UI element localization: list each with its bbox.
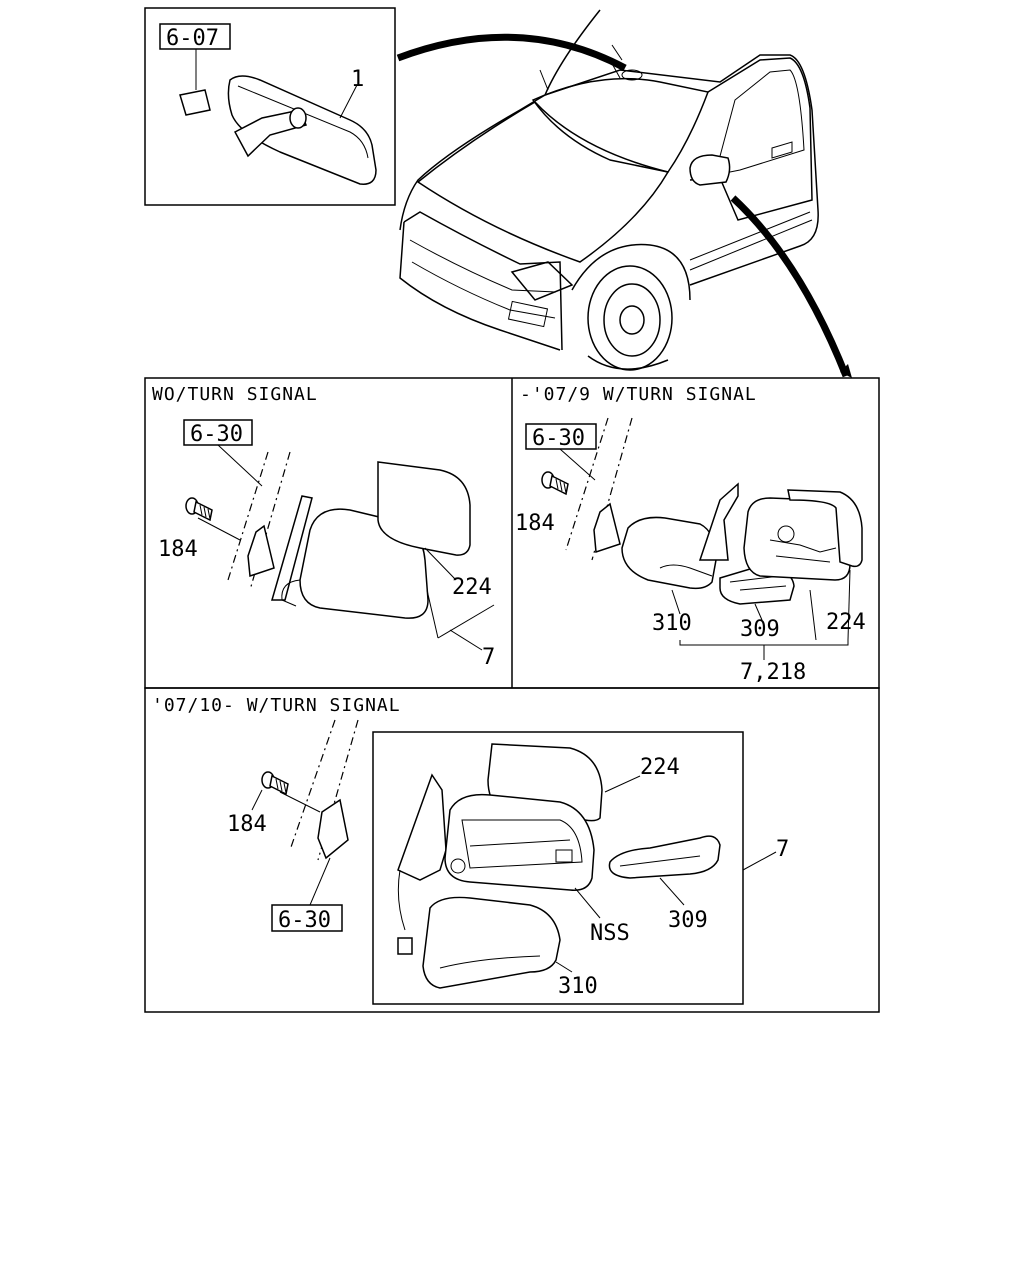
panel-title-to-0709: -'07/9 W/TURN SIGNAL [520, 384, 757, 405]
label-184-c: 184 [227, 812, 267, 837]
label-224-a: 224 [452, 575, 492, 600]
inset-rearview-mirror: 6-07 1 [144, 7, 396, 206]
vehicle-side-mirror [689, 154, 731, 186]
ref-6-07: 6-07 [166, 26, 219, 51]
bolt-184-a [185, 497, 213, 522]
label-7-a: 7 [482, 645, 495, 670]
ref-6-30-b: 6-30 [532, 426, 585, 451]
label-310-c: 310 [558, 974, 598, 999]
ref-box-6-30-c [271, 904, 343, 932]
callout-arc-inner [396, 33, 627, 72]
mirror-mount-plate-c [317, 798, 349, 860]
ref-6-30-c: 6-30 [278, 908, 331, 933]
bolt-184-b [541, 471, 569, 496]
label-184-b: 184 [515, 511, 555, 536]
mirror-cover-310-c [422, 896, 561, 989]
panel-title-wo-turn-signal: WO/TURN SIGNAL [152, 384, 318, 405]
mirror-arm-b [698, 482, 739, 561]
bolt-184-c [261, 771, 289, 796]
ref-box-6-30-b [525, 423, 597, 450]
windshield [531, 77, 710, 173]
ref-box-6-07 [159, 23, 231, 50]
mirror-clip [179, 89, 211, 116]
panel-title-from-0710: '07/10- W/TURN SIGNAL [152, 695, 401, 716]
panel-w-turn-signal-from-0710: '07/10- W/TURN SIGNAL 184 6-30 224 [144, 687, 880, 1013]
connector-plug [397, 937, 413, 955]
mirror-mount-plate-b [593, 502, 621, 554]
label-184-a: 184 [158, 537, 198, 562]
label-310-b: 310 [652, 611, 692, 636]
panel-w-turn-signal-to-0709: -'07/9 W/TURN SIGNAL 6-30 184 310 309 [515, 384, 866, 685]
mirror-base [271, 495, 313, 601]
label-224-c: 224 [640, 755, 680, 780]
ref-6-30-a: 6-30 [190, 422, 243, 447]
mirror-detail-box [372, 731, 744, 1005]
mirror-housing-nss [444, 793, 595, 891]
label-7-c: 7 [776, 837, 789, 862]
front-wheel [587, 265, 673, 371]
callout-arc-outer [730, 195, 850, 378]
label-7-218: 7,218 [740, 660, 806, 685]
label-309-b: 309 [740, 617, 780, 642]
label-224-b: 224 [826, 610, 866, 635]
headlight [510, 261, 574, 301]
vehicle-front-view [399, 9, 819, 371]
hood [416, 101, 670, 263]
mirror-stem [233, 109, 308, 158]
mirror-glass-a [377, 461, 471, 556]
label-nss: NSS [590, 921, 630, 946]
mirror-housing-b [743, 497, 851, 581]
mirror-mount-plate [247, 524, 275, 578]
panel-wo-turn-signal: WO/TURN SIGNAL 6-30 184 224 7 [152, 384, 495, 670]
mirror-glass-224-b [787, 489, 863, 568]
label-1: 1 [351, 67, 364, 92]
label-309-c: 309 [668, 908, 708, 933]
mirror-cover-310-b [621, 516, 717, 590]
rearview-mirror [227, 75, 377, 185]
mirror-base-c [397, 773, 447, 881]
turn-signal-lamp-309-c [608, 835, 721, 879]
